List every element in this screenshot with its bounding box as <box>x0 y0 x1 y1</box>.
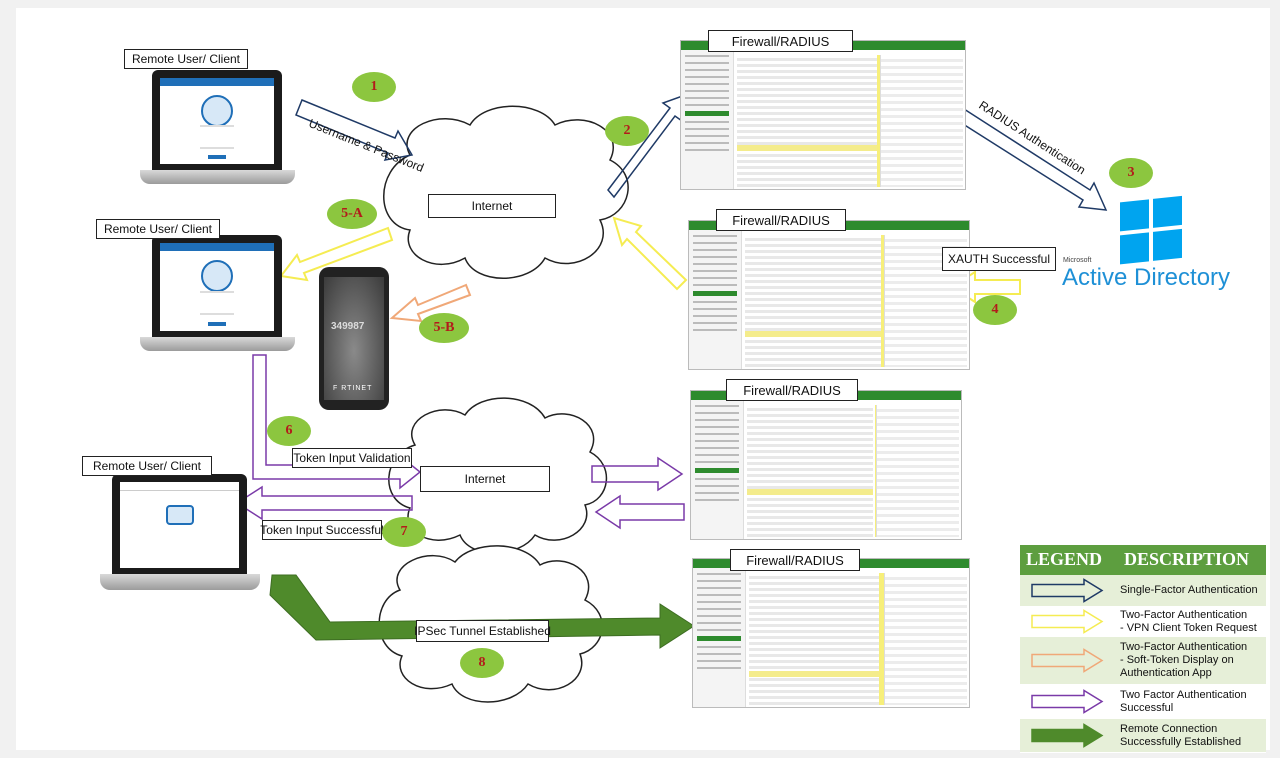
legend-arrow-swatch <box>1020 606 1112 637</box>
legend-description: Single-Factor Authentication <box>1120 584 1258 596</box>
soft-token-code: 349987 <box>331 321 365 332</box>
legend-arrow-icon <box>1031 578 1104 603</box>
legend-arrow-swatch <box>1020 575 1112 606</box>
step-1: 1 <box>352 72 396 102</box>
step-3: 3 <box>1109 158 1153 188</box>
remote-user-label-3: Remote User/ Client <box>82 456 212 476</box>
remote-user-label-2: Remote User/ Client <box>96 219 220 239</box>
microsoft-label: Microsoft <box>1063 257 1092 264</box>
firewall-screen-1 <box>680 40 966 190</box>
legend-description: Two-Factor Authentication - Soft-Token D… <box>1120 641 1248 679</box>
firewall-screen-3 <box>690 390 962 540</box>
step-4: 4 <box>973 295 1017 325</box>
active-directory-label: Active Directory <box>1062 264 1231 291</box>
step-5a: 5-A <box>327 199 377 229</box>
legend-arrow-icon <box>1031 689 1104 714</box>
internet-label-1: Internet <box>428 194 556 218</box>
legend-arrow-swatch <box>1020 637 1112 684</box>
network-icon <box>165 504 194 525</box>
client-laptop-1 <box>140 70 295 188</box>
vpn-globe-icon <box>201 94 233 127</box>
client-laptop-2 <box>140 235 295 357</box>
internet-cloud-1 <box>383 105 629 279</box>
internet-label-2: Internet <box>420 466 550 492</box>
legend-row: Two-Factor Authentication - Soft-Token D… <box>1020 637 1266 685</box>
arrow-soft-token-to-phone <box>389 283 472 323</box>
arrow-radius-authentication <box>943 98 1108 211</box>
firewall-label-3: Firewall/RADIUS <box>726 379 858 401</box>
token-input-validation-label: Token Input Validation <box>292 448 412 468</box>
legend-header-left: LEGEND <box>1026 549 1103 569</box>
legend: LEGEND DESCRIPTION Single-Factor Authent… <box>1020 545 1266 753</box>
ipsec-tunnel-label: IPSec Tunnel Established <box>414 620 551 642</box>
legend-arrow-swatch <box>1020 719 1112 752</box>
firewall-label-2: Firewall/RADIUS <box>716 209 846 231</box>
phone-brand-logo: F RTINET <box>333 385 373 392</box>
step-8: 8 <box>460 648 504 678</box>
legend-description: Two Factor Authentication Successful <box>1120 688 1247 714</box>
legend-arrow-icon <box>1031 723 1104 748</box>
firewall-screen-4 <box>692 558 970 708</box>
arrow-firewall-to-internet-token-request <box>612 216 688 291</box>
remote-user-label-1: Remote User/ Client <box>124 49 248 69</box>
legend-row: Remote Connection Successfully Establish… <box>1020 719 1266 753</box>
arrow-firewall-3-to-internet <box>594 494 685 530</box>
legend-arrow-icon <box>1031 648 1104 673</box>
step-5b: 5-B <box>419 313 469 343</box>
legend-row: Two-Factor Authentication - VPN Client T… <box>1020 606 1266 638</box>
firewall-label-1: Firewall/RADIUS <box>708 30 853 52</box>
legend-description: Remote Connection Successfully Establish… <box>1120 722 1242 748</box>
legend-description: Two-Factor Authentication - VPN Client T… <box>1120 608 1257 634</box>
legend-arrow-swatch <box>1020 684 1112 719</box>
mobile-phone: 349987 F RTINET <box>319 267 389 410</box>
legend-arrow-icon <box>1031 609 1104 634</box>
arrow-internet-to-firewall-3 <box>591 456 684 492</box>
firewall-screen-2 <box>688 220 970 370</box>
step-7: 7 <box>382 517 426 547</box>
arrow-token-input-successful <box>235 485 413 521</box>
xauth-label: XAUTH Successful <box>942 247 1056 271</box>
legend-row: Two Factor Authentication Successful <box>1020 684 1266 720</box>
legend-header: LEGEND DESCRIPTION <box>1020 545 1266 575</box>
legend-header-right: DESCRIPTION <box>1124 549 1250 569</box>
arrow-username-password <box>295 99 414 161</box>
step-2: 2 <box>605 116 649 146</box>
firewall-label-4: Firewall/RADIUS <box>730 549 860 571</box>
token-input-successful-label: Token Input Successful <box>260 520 384 540</box>
vpn-globe-icon <box>201 260 233 293</box>
windows-logo <box>1120 195 1184 267</box>
legend-row: Single-Factor Authentication <box>1020 575 1266 607</box>
arrow-token-request-to-client <box>279 226 394 282</box>
client-laptop-3 <box>100 474 260 594</box>
step-6: 6 <box>267 416 311 446</box>
